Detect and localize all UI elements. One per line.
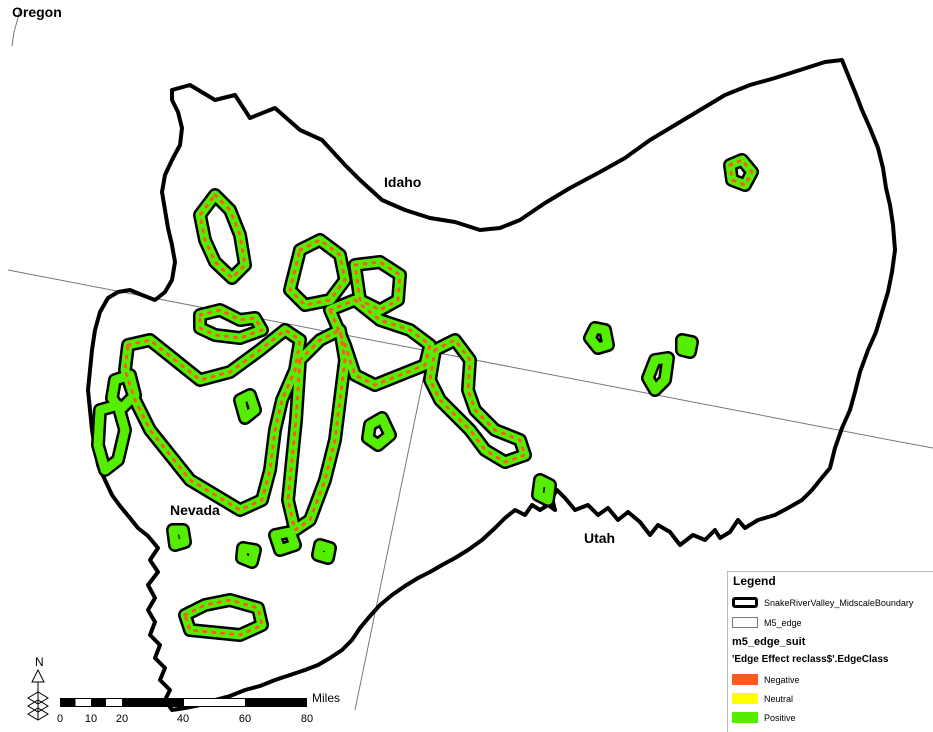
label-idaho: Idaho <box>384 174 422 190</box>
legend-neutral-label: Neutral <box>764 693 794 704</box>
legend-item-edge: M5_edge <box>732 617 802 628</box>
legend-item-neutral: Neutral <box>732 693 793 704</box>
scale-tick-60: 60 <box>238 713 252 725</box>
legend-boundary-label: SnakeRiverValley_MidscaleBoundary <box>764 597 914 608</box>
map-legend: Legend SnakeRiverValley_MidscaleBoundary… <box>727 571 933 732</box>
legend-item-negative: Negative <box>732 674 800 685</box>
positive-swatch <box>732 712 758 723</box>
scale-units: Miles <box>312 691 341 705</box>
label-utah: Utah <box>584 530 616 546</box>
neutral-swatch <box>732 693 758 704</box>
label-oregon: Oregon <box>12 4 62 20</box>
negative-swatch <box>732 674 758 685</box>
legend-item-positive: Positive <box>732 712 796 723</box>
label-nevada: Nevada <box>170 502 220 518</box>
north-label: N <box>35 655 44 669</box>
edge-swatch <box>732 617 758 628</box>
scale-bar-graphic <box>60 698 307 707</box>
legend-title: Legend <box>733 574 776 588</box>
legend-negative-label: Negative <box>764 674 800 685</box>
scale-tick-0: 0 <box>56 713 64 725</box>
legend-edge-label: M5_edge <box>764 617 802 628</box>
edge-suitability-rings <box>91 153 759 642</box>
scale-tick-80: 80 <box>300 713 314 725</box>
scale-tick-10: 10 <box>84 713 98 725</box>
legend-item-boundary: SnakeRiverValley_MidscaleBoundary <box>732 597 913 608</box>
boundary-swatch <box>732 597 758 608</box>
scale-bar: N 0 10 20 40 60 80 Miles <box>20 650 360 726</box>
legend-field-name: 'Edge Effect reclass$'.EdgeClass <box>732 654 889 665</box>
legend-layer-name: m5_edge_suit <box>732 636 806 648</box>
scale-tick-20: 20 <box>115 713 129 725</box>
scale-tick-40: 40 <box>176 713 190 725</box>
north-arrow-icon: N <box>27 655 49 721</box>
legend-positive-label: Positive <box>764 712 796 723</box>
